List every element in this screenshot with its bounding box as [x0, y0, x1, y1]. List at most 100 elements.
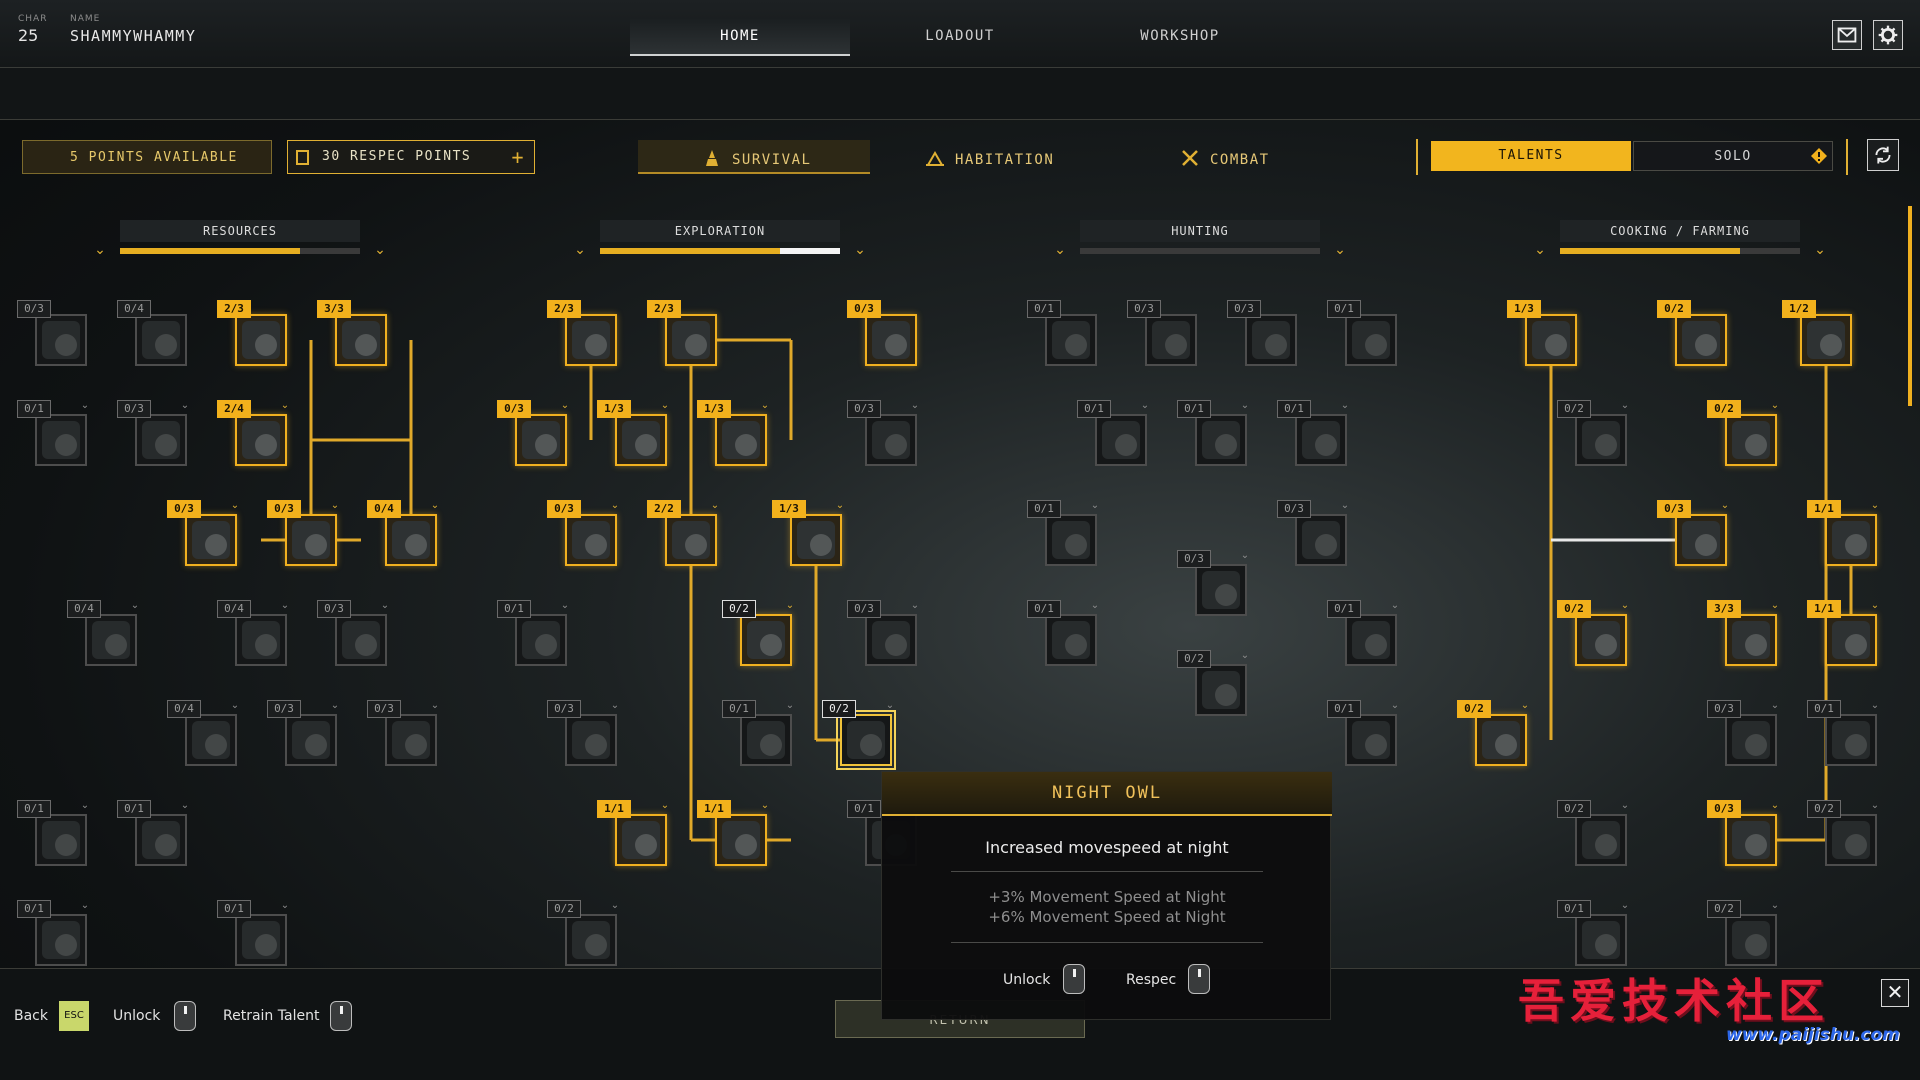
- talent-node[interactable]: [665, 314, 717, 366]
- talent-node[interactable]: [865, 614, 917, 666]
- talent-node[interactable]: [1725, 814, 1777, 866]
- talent-node[interactable]: [836, 710, 896, 770]
- talent-icon: [1732, 821, 1770, 859]
- talent-node[interactable]: [385, 514, 437, 566]
- talent-node[interactable]: [565, 914, 617, 966]
- talent-node[interactable]: [1345, 314, 1397, 366]
- refresh-button[interactable]: [1867, 139, 1899, 171]
- talent-node[interactable]: [1575, 414, 1627, 466]
- talent-node[interactable]: [1145, 314, 1197, 366]
- toggle-solo[interactable]: SOLO: [1633, 141, 1833, 171]
- talent-node[interactable]: [385, 714, 437, 766]
- talent-node[interactable]: [1245, 314, 1297, 366]
- talent-node[interactable]: [1825, 814, 1877, 866]
- talent-node[interactable]: [35, 914, 87, 966]
- tab-habitation[interactable]: HABITATION: [925, 140, 1085, 174]
- talent-icon-glyph: [255, 434, 277, 456]
- talent-node[interactable]: [335, 614, 387, 666]
- respec-points-button[interactable]: 30 RESPEC POINTS +: [287, 140, 535, 174]
- expand-chevron-icon[interactable]: ⌄: [854, 242, 866, 258]
- talent-node[interactable]: [1345, 614, 1397, 666]
- esc-key[interactable]: ESC: [59, 1001, 89, 1031]
- talent-node[interactable]: [335, 314, 387, 366]
- tab-loadout[interactable]: LOADOUT: [925, 28, 995, 44]
- talent-node[interactable]: [1195, 564, 1247, 616]
- talent-node[interactable]: [1045, 314, 1097, 366]
- talent-node[interactable]: [235, 914, 287, 966]
- talent-node[interactable]: [135, 814, 187, 866]
- talent-node[interactable]: [1475, 714, 1527, 766]
- scrollbar[interactable]: [1908, 206, 1912, 406]
- talent-node[interactable]: [740, 614, 792, 666]
- talent-node[interactable]: [1045, 514, 1097, 566]
- talent-node[interactable]: [665, 514, 717, 566]
- talent-node[interactable]: [235, 414, 287, 466]
- toggle-talents[interactable]: TALENTS: [1431, 141, 1631, 171]
- collapse-chevron-icon[interactable]: ⌄: [94, 242, 106, 258]
- talent-node[interactable]: [235, 314, 287, 366]
- tooltip-rank-1: +3% Movement Speed at Night: [988, 888, 1226, 906]
- talent-node[interactable]: [1575, 614, 1627, 666]
- collapse-chevron-icon[interactable]: ⌄: [1054, 242, 1066, 258]
- collapse-chevron-icon[interactable]: ⌄: [1534, 242, 1546, 258]
- talent-node[interactable]: [1725, 914, 1777, 966]
- talent-node[interactable]: [185, 714, 237, 766]
- talent-node[interactable]: [1825, 614, 1877, 666]
- talent-icon-glyph: [1115, 434, 1137, 456]
- tab-survival[interactable]: SURVIVAL: [638, 140, 870, 174]
- talent-node[interactable]: [35, 814, 87, 866]
- tab-combat[interactable]: COMBAT: [1180, 140, 1320, 174]
- talent-node[interactable]: [135, 414, 187, 466]
- talent-node[interactable]: [565, 514, 617, 566]
- talent-node[interactable]: [35, 314, 87, 366]
- talent-node[interactable]: [1195, 414, 1247, 466]
- talent-node[interactable]: [1295, 414, 1347, 466]
- collapse-chevron-icon[interactable]: ⌄: [574, 242, 586, 258]
- talent-node[interactable]: [285, 714, 337, 766]
- talent-node[interactable]: [285, 514, 337, 566]
- talent-node[interactable]: [1800, 314, 1852, 366]
- tab-workshop[interactable]: WORKSHOP: [1140, 28, 1220, 44]
- talent-node[interactable]: [1575, 814, 1627, 866]
- talent-rank-badge: 3/3: [317, 300, 351, 318]
- tab-home[interactable]: HOME: [630, 18, 850, 56]
- talent-node[interactable]: [615, 814, 667, 866]
- expand-chevron-icon[interactable]: ⌄: [1814, 242, 1826, 258]
- talent-node[interactable]: [1525, 314, 1577, 366]
- mail-icon[interactable]: [1832, 20, 1862, 50]
- talent-node[interactable]: [740, 714, 792, 766]
- talent-node[interactable]: [865, 314, 917, 366]
- talent-node[interactable]: [1295, 514, 1347, 566]
- talent-node[interactable]: [85, 614, 137, 666]
- talent-node[interactable]: [1825, 714, 1877, 766]
- talent-node[interactable]: [1575, 914, 1627, 966]
- close-icon[interactable]: ✕: [1881, 979, 1909, 1007]
- talent-node[interactable]: [235, 614, 287, 666]
- gear-icon[interactable]: [1873, 20, 1903, 50]
- talent-node[interactable]: [185, 514, 237, 566]
- talent-node[interactable]: [1675, 514, 1727, 566]
- talent-node[interactable]: [515, 414, 567, 466]
- talent-node[interactable]: [1195, 664, 1247, 716]
- talent-node[interactable]: [715, 414, 767, 466]
- talent-node[interactable]: [1725, 714, 1777, 766]
- talent-node[interactable]: [1675, 314, 1727, 366]
- talent-node[interactable]: [1725, 614, 1777, 666]
- talent-node[interactable]: [1095, 414, 1147, 466]
- talent-node[interactable]: [715, 814, 767, 866]
- talent-node[interactable]: [790, 514, 842, 566]
- talent-node[interactable]: [1725, 414, 1777, 466]
- expand-chevron-icon[interactable]: ⌄: [1334, 242, 1346, 258]
- plus-icon[interactable]: +: [511, 145, 525, 169]
- talent-node[interactable]: [565, 714, 617, 766]
- talent-node[interactable]: [135, 314, 187, 366]
- talent-node[interactable]: [1345, 714, 1397, 766]
- talent-node[interactable]: [1045, 614, 1097, 666]
- talent-node[interactable]: [865, 414, 917, 466]
- talent-node[interactable]: [515, 614, 567, 666]
- talent-node[interactable]: [615, 414, 667, 466]
- expand-chevron-icon[interactable]: ⌄: [374, 242, 386, 258]
- talent-node[interactable]: [1825, 514, 1877, 566]
- talent-node[interactable]: [565, 314, 617, 366]
- talent-node[interactable]: [35, 414, 87, 466]
